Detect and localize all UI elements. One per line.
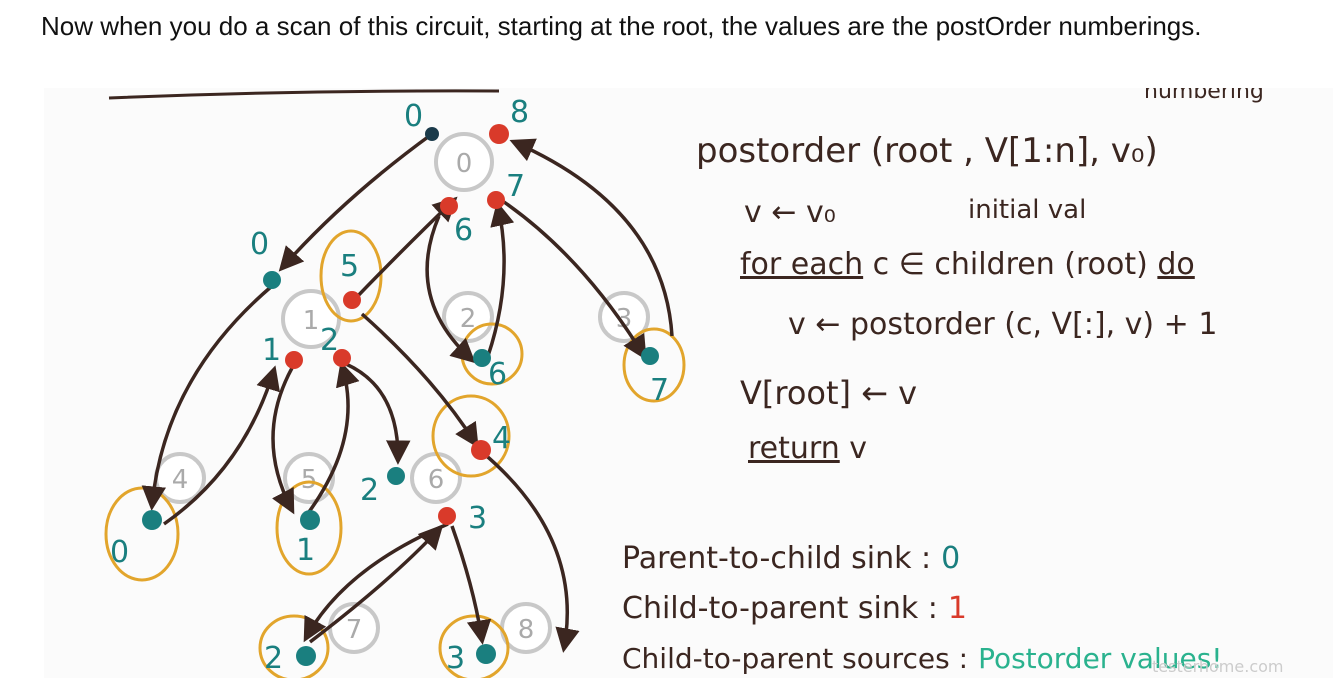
underline-stroke [108,89,500,100]
num-n7: 2 [264,641,283,676]
legend-row-2: Child-to-parent sink :1 [622,591,967,626]
node-4: 4 [154,452,206,504]
legend: Parent-to-child sink :0 Child-to-parent … [622,541,1223,675]
source-dots [285,124,509,525]
legend-row-3: Child-to-parent sources :Postorder value… [622,642,1223,675]
code-line-5: return v [748,431,867,466]
svg-text:0: 0 [456,149,473,179]
num-n3: 7 [650,373,669,408]
num-n1-left: 1 [262,333,281,368]
node-6: 6 [410,452,462,504]
sink-dots [142,127,659,666]
num-n8: 3 [446,641,465,676]
node-5: 5 [283,452,335,504]
tree-edges [141,132,674,653]
caption: Now when you do a scan of this circuit, … [41,11,1202,41]
num-n4: 0 [110,535,129,570]
num-n2: 6 [488,357,507,392]
diagram-board: 0 1 2 3 4 5 6 7 8 [44,79,1333,682]
node-7: 7 [328,602,380,654]
node-2: 2 [442,291,494,343]
postorder-numbers: 0 8 7 6 0 5 1 2 6 7 0 1 2 4 3 2 3 [110,95,669,676]
svg-text:8: 8 [518,615,535,645]
svg-text:7: 7 [346,615,363,645]
code-line-4: V[root] ← v [740,374,917,412]
pseudocode: numbering postorder (root , V[1:n], v₀) … [696,79,1264,466]
num-root-out: 8 [510,95,529,130]
note-numbering: numbering [1144,88,1264,104]
highlight-circles [104,229,686,682]
num-n1-out: 5 [340,249,359,284]
num-n1-right: 2 [320,323,339,358]
code-line-2: for each c ∈ children (root) do [740,247,1195,282]
num-n1-in: 0 [250,227,269,262]
legend-row-1: Parent-to-child sink :0 [622,541,960,576]
num-root-out3: 6 [454,213,473,248]
num-n6-in: 2 [360,473,379,508]
svg-text:1: 1 [303,306,320,336]
node-3: 3 [598,291,650,343]
svg-text:2: 2 [460,304,477,334]
code-signature: postorder (root , V[1:n], v₀) [696,131,1158,171]
tree-diagram: 0 1 2 3 4 5 6 7 8 [104,79,1283,682]
num-n6-mid: 3 [468,501,487,536]
watermark: testerhome.com [1152,657,1283,676]
code-line-1: v ← v₀ [744,195,836,230]
num-n6-out: 4 [492,421,511,456]
num-root-in: 0 [404,99,423,134]
code-initial-val: initial val [968,195,1086,225]
svg-text:6: 6 [428,465,445,495]
node-0: 0 [434,132,494,192]
svg-text:4: 4 [172,465,189,495]
svg-text:3: 3 [616,304,633,334]
num-root-out2: 7 [506,169,525,204]
code-line-3: v ← postorder (c, V[:], v) + 1 [788,307,1217,342]
num-n5: 1 [296,533,315,568]
svg-text:5: 5 [301,465,318,495]
